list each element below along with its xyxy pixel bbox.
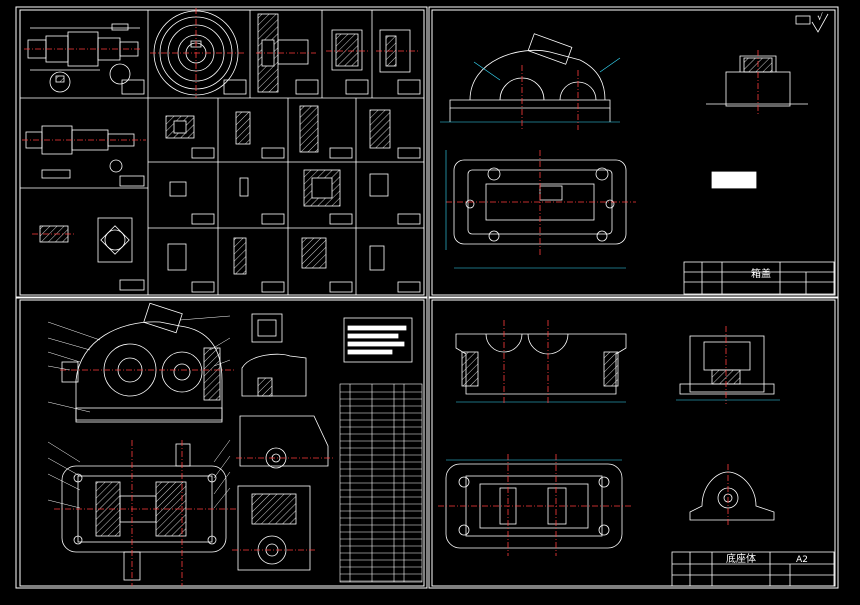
shaft-2-part (22, 125, 146, 179)
assembly-drawing (47, 302, 413, 586)
small-parts (32, 105, 391, 275)
assembly-leaders (47, 315, 231, 509)
parts-title-tags (119, 79, 421, 293)
sheet-cover-frame (428, 6, 839, 298)
sheet-base-frame (428, 297, 839, 589)
sheet-parts-frame (15, 6, 428, 298)
sheet-parts-inner-frame (19, 9, 425, 296)
sheet-assembly-frame (15, 297, 428, 589)
parts-list-table (339, 383, 423, 583)
cover-title-block (683, 261, 835, 295)
parts-grid (20, 8, 424, 295)
sheet-base-inner-frame (431, 299, 836, 587)
base-title-block (671, 551, 835, 587)
cover-title-text: 箱盖 (751, 267, 771, 280)
roughness-symbol: √ (817, 12, 823, 23)
base-scale-label: A2 (796, 555, 808, 565)
sheet-assembly-inner-frame (19, 299, 425, 587)
gear-part (150, 8, 244, 98)
sheet-cover-inner-frame (431, 9, 836, 296)
sheet-frames (15, 6, 839, 589)
shaft-part (24, 23, 142, 93)
parts-list-rows (340, 391, 422, 582)
base-drawing (438, 320, 780, 556)
base-title-text: 底座体 (726, 552, 756, 565)
end-cap-parts (326, 29, 420, 73)
cover-drawing (440, 13, 829, 269)
gear-section-part (256, 13, 316, 93)
